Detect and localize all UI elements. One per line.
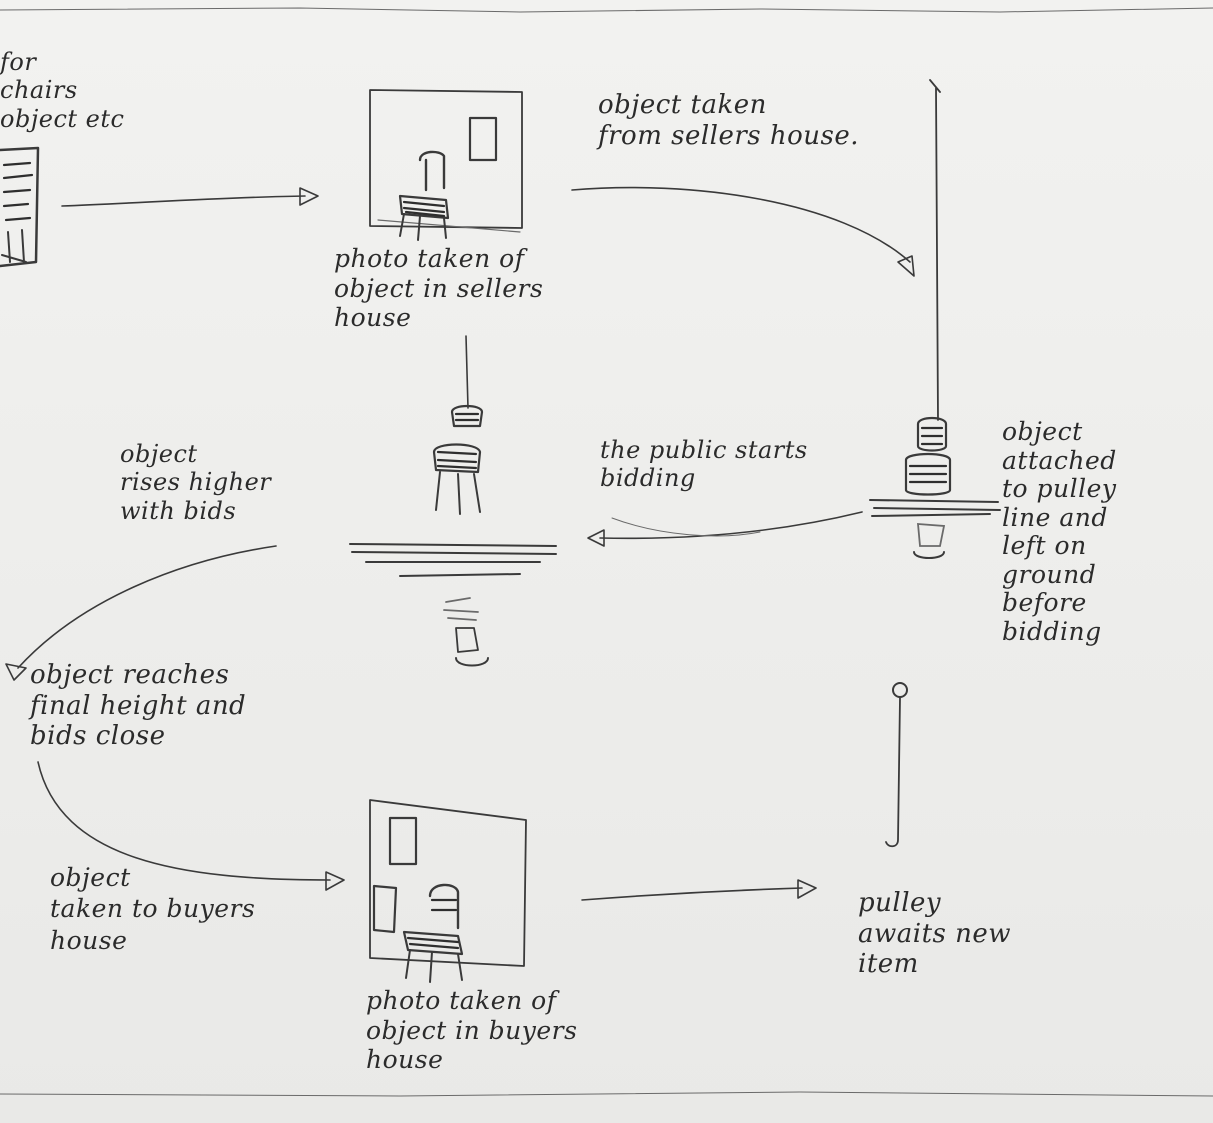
paper-edge-bottom	[0, 1092, 1213, 1096]
wall-picture-icon	[390, 818, 416, 864]
arrowhead-icon	[798, 880, 816, 898]
arrowhead-icon	[326, 872, 344, 890]
note-intro: for chairs object etc	[0, 48, 124, 133]
note-taken-to-buyer: object taken to buyers house	[50, 862, 255, 956]
arrow-seller-to-pulley	[572, 188, 910, 262]
note-final-height: object reaches final height and bids clo…	[30, 660, 246, 752]
chair-icon	[430, 885, 458, 928]
note-attached-pulley: object attached to pulley line and left …	[1002, 418, 1117, 646]
arrowhead-icon	[898, 256, 914, 276]
arrow-intro-to-seller	[62, 196, 305, 206]
bin-icon	[374, 886, 396, 932]
note-pulley-awaits: pulley awaits new item	[858, 888, 1011, 980]
pulley-object-sketch	[870, 418, 1000, 558]
seller-photo-frame	[370, 90, 522, 240]
ground-pulley-sketch	[886, 683, 907, 846]
arrow-bidding-to-object	[600, 512, 862, 538]
buyer-photo-frame	[370, 800, 526, 982]
pulley-line	[930, 80, 940, 420]
note-seller-photo: photo taken of object in sellers house	[334, 244, 543, 333]
note-taken-from-seller: object taken from sellers house.	[598, 90, 859, 151]
arrowhead-icon	[6, 664, 26, 680]
note-public-bidding: the public starts bidding	[600, 436, 808, 493]
arrow-buyer-to-pulley	[582, 888, 802, 900]
intro-panel-sketch	[0, 148, 38, 266]
chair-icon	[420, 152, 444, 190]
arrow-rise-to-final	[18, 546, 276, 668]
note-buyer-photo: photo taken of object in buyers house	[366, 986, 577, 1075]
rising-object-sketch	[350, 336, 556, 666]
note-rises-higher: object rises higher with bids	[120, 440, 271, 525]
paper-edge-top	[0, 8, 1213, 12]
wall-picture-icon	[470, 118, 496, 160]
